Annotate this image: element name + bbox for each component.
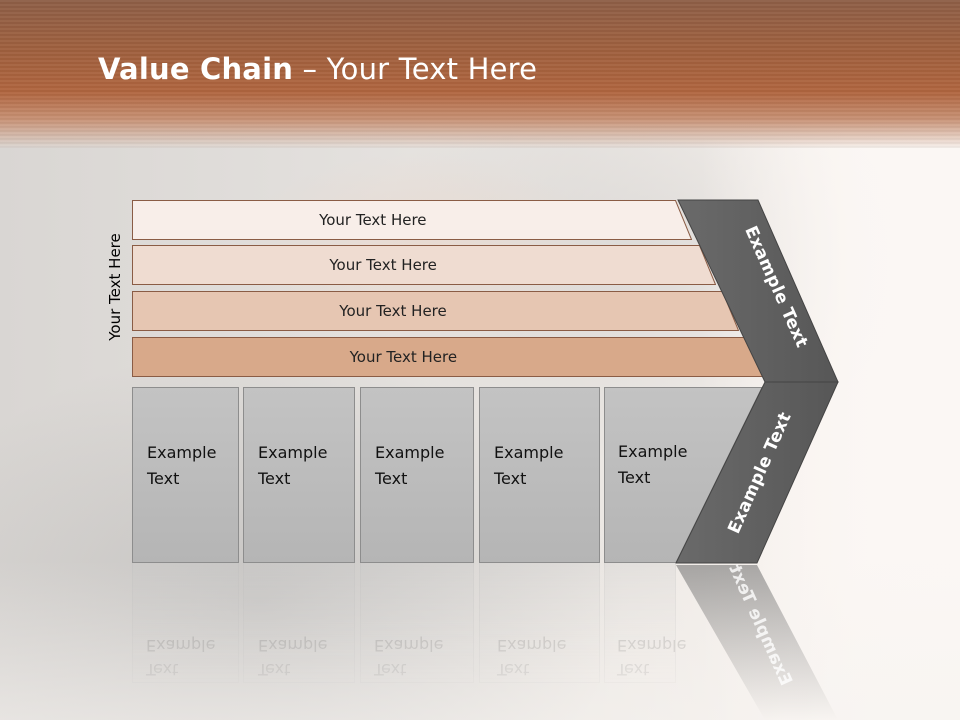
- primary-activity-line1: Example: [494, 443, 564, 462]
- primary-activity-line2: Text: [147, 469, 180, 488]
- title-bold: Value Chain: [98, 52, 294, 86]
- slide-title: Value Chain – Your Text Here: [98, 52, 537, 86]
- support-activity-label: Your Text Here: [319, 211, 427, 229]
- primary-activity-line1: Example: [375, 443, 445, 462]
- title-band: [0, 0, 960, 148]
- primary-activity-line2: Text: [375, 469, 408, 488]
- primary-activity-line1: Example: [618, 442, 688, 461]
- background-fade-bottom: [0, 560, 960, 720]
- title-rest: – Your Text Here: [293, 52, 538, 86]
- primary-activity-line2: Text: [618, 468, 651, 487]
- primary-activity-line2: Text: [494, 469, 527, 488]
- support-activity-bar: Your Text Here: [132, 245, 716, 285]
- support-activity-bar: Your Text Here: [132, 291, 739, 331]
- primary-activity-line1: Example: [258, 443, 328, 462]
- support-activity-bar: Your Text Here: [132, 200, 692, 240]
- primary-activity-line1: Example: [147, 443, 217, 462]
- support-activity-label: Your Text Here: [349, 348, 458, 366]
- support-activities-label: Your Text Here: [106, 233, 124, 341]
- primary-activity-line2: Text: [258, 469, 291, 488]
- support-activity-bar: Your Text Here: [132, 337, 763, 377]
- support-activity-label: Your Text Here: [329, 256, 437, 274]
- support-activity-label: Your Text Here: [339, 302, 447, 320]
